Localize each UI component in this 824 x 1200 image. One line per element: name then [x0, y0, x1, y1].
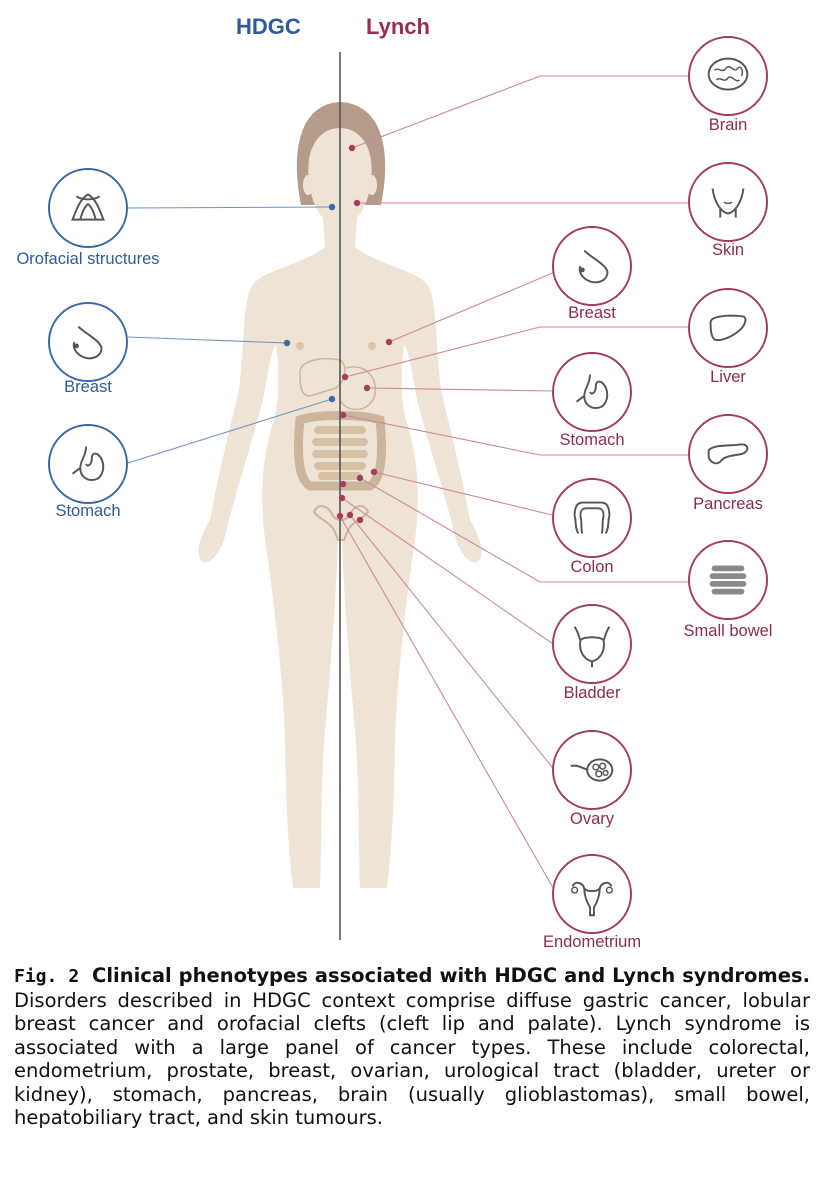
colon-shape — [293, 411, 387, 491]
stomach-icon — [48, 424, 128, 504]
dot-bladder — [338, 494, 346, 502]
stomach-icon — [552, 352, 632, 432]
leader-small-bowel — [359, 477, 688, 583]
dot-small-bowel — [356, 474, 364, 482]
dot-endometrium — [336, 512, 344, 520]
dot-stomach-lynch — [363, 384, 371, 392]
phenotype-diagram: HDGC Lynch Orofacial structures Breast S… — [16, 14, 773, 951]
lynch-label-endometrium: Endometrium — [542, 933, 642, 951]
figure-caption: Fig. 2 Clinical phenotypes associated wi… — [14, 964, 810, 1130]
dot-skin — [353, 199, 361, 207]
leader-brain — [351, 75, 688, 149]
brain-icon — [688, 36, 768, 116]
lynch-label-breast: Breast — [568, 304, 616, 322]
bladder-icon — [552, 604, 632, 684]
breast-icon — [552, 226, 632, 306]
lynch-label-skin: Skin — [711, 241, 745, 259]
dot-extra-1 — [339, 480, 347, 488]
dot-colon — [370, 468, 378, 476]
liver-icon — [688, 288, 768, 368]
dot-pancreas — [339, 411, 347, 419]
dot-stomach-hdgc — [328, 395, 336, 403]
hdgc-header: HDGC — [236, 14, 301, 39]
dot-brain — [348, 144, 356, 152]
lynch-label-bladder: Bladder — [563, 684, 621, 702]
hdgc-label-orofacial: Orofacial structures — [16, 250, 160, 268]
ovary-icon — [552, 730, 632, 810]
lynch-label-liver: Liver — [710, 368, 746, 386]
skin-icon — [688, 162, 768, 242]
small-bowel-icon — [688, 540, 768, 620]
leader-breast-lynch — [388, 271, 556, 343]
colon-icon — [552, 478, 632, 558]
caption-title: Clinical phenotypes associated with HDGC… — [92, 964, 810, 987]
body-illustration — [127, 52, 690, 940]
hdgc-label-stomach: Stomach — [55, 502, 121, 520]
dot-ovary — [346, 511, 354, 519]
dot-extra-0 — [356, 516, 364, 524]
leader-stomach-lynch — [366, 387, 553, 392]
dot-liver — [341, 373, 349, 381]
lynch-header: Lynch — [366, 14, 430, 39]
leader-endometrium — [339, 515, 557, 894]
leader-pancreas — [342, 414, 688, 456]
leader-orofacial — [127, 206, 333, 209]
lynch-label-pancreas: Pancreas — [693, 495, 763, 513]
dot-breast-lynch — [385, 338, 393, 346]
palate-icon — [48, 168, 128, 248]
lynch-label-stomach: Stomach — [559, 431, 625, 449]
lynch-label-small-bowel: Small bowel — [683, 622, 773, 640]
endometrium-icon — [552, 854, 632, 934]
lynch-label-brain: Brain — [708, 116, 748, 134]
breast-icon — [48, 302, 128, 382]
dot-breast-hdgc — [283, 339, 291, 347]
dot-orofacial — [328, 203, 336, 211]
leader-bladder — [341, 497, 557, 647]
leader-stomach-hdgc — [127, 398, 333, 464]
leader-breast-hdgc — [127, 336, 288, 344]
leader-colon — [373, 471, 553, 516]
uterus-shape — [312, 505, 370, 541]
pancreas-icon — [688, 414, 768, 494]
lynch-label-colon: Colon — [570, 558, 614, 576]
hdgc-label-breast: Breast — [64, 378, 112, 396]
caption-fig-number: Fig. 2 — [14, 966, 80, 987]
lynch-label-ovary: Ovary — [569, 810, 614, 828]
stomach-outline — [339, 366, 377, 411]
leader-ovary — [349, 514, 557, 773]
leader-liver — [344, 326, 690, 378]
caption-text: Disorders described in HDGC context comp… — [14, 988, 810, 1130]
